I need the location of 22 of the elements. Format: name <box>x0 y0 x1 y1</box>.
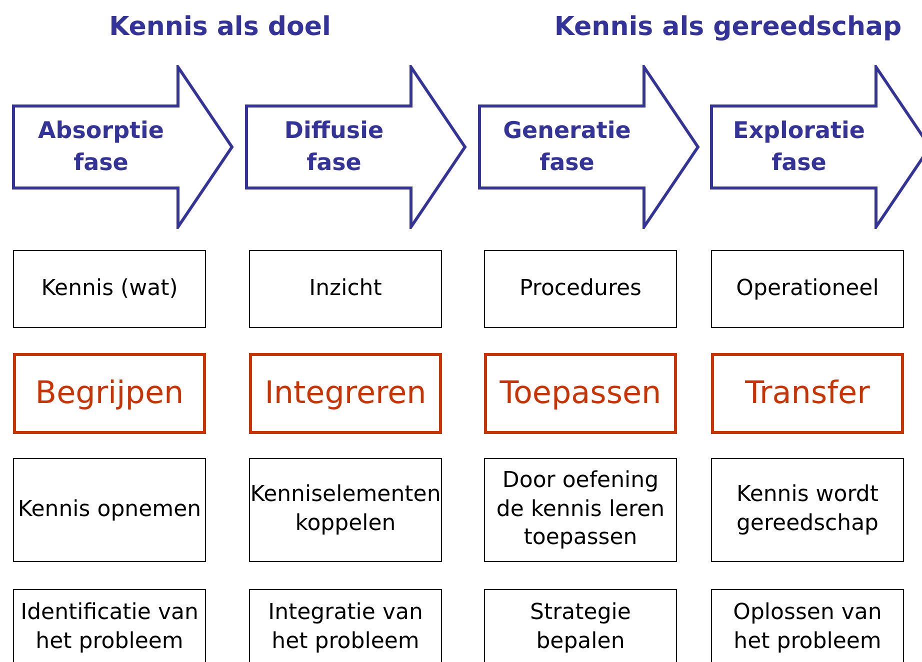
text-box: Procedures <box>484 250 677 328</box>
text-box: Kennis wordt gereedschap <box>711 458 904 562</box>
text-box: Identificatie van het probleem <box>13 589 206 662</box>
text-box: Door oefening de kennis leren toepassen <box>484 458 677 562</box>
phase-label: Absorptie fase <box>36 116 166 178</box>
text-box: Operationeel <box>711 250 904 328</box>
phase-label: Generatie fase <box>502 116 632 178</box>
text-box: Kennis opnemen <box>13 458 206 562</box>
highlight-box: Begrijpen <box>13 353 206 434</box>
highlight-box: Toepassen <box>484 353 677 434</box>
text-box: Strategie bepalen <box>484 589 677 662</box>
highlight-box: Integreren <box>249 353 442 434</box>
section-heading: Kennis als gereedschap <box>554 12 902 42</box>
highlight-box: Transfer <box>711 353 904 434</box>
text-box: Kennis (wat) <box>13 250 206 328</box>
phase-label: Exploratie fase <box>734 116 864 178</box>
text-box: Kenniselementen koppelen <box>249 458 442 562</box>
text-box: Inzicht <box>249 250 442 328</box>
text-box: Integratie van het probleem <box>249 589 442 662</box>
phase-label: Diffusie fase <box>283 116 385 178</box>
text-box: Oplossen van het probleem <box>711 589 904 662</box>
section-heading: Kennis als doel <box>109 12 331 42</box>
